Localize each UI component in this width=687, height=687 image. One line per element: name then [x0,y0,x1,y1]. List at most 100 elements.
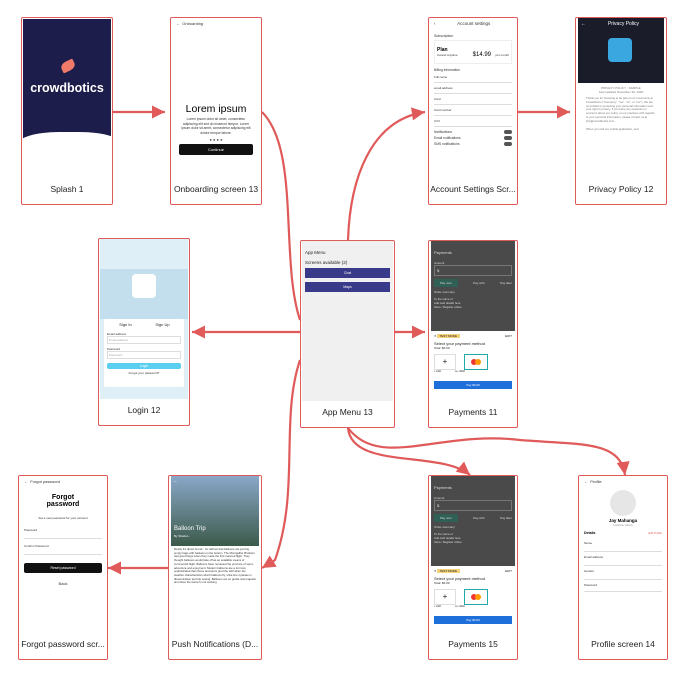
profile-field-gender[interactable]: Gender [584,569,662,580]
paywith-label: Pay with [473,516,485,520]
card-splash[interactable]: crowdbotics Splash 1 [21,17,113,205]
edit-link[interactable]: EDIT [505,569,512,573]
back-arrow-icon[interactable]: ← [24,479,28,484]
tab-sign-in[interactable]: Sign In [119,322,132,327]
tab-sign-up[interactable]: Sign Up [155,322,170,327]
sms-toggle[interactable] [504,142,512,146]
card-app-menu[interactable]: App Menu Screens available (2) Chat Maps… [300,240,395,428]
pay-later-option[interactable]: Pay later [500,516,512,520]
back-arrow-icon[interactable]: ← [173,478,178,484]
field-card[interactable]: Card [434,94,512,105]
paywith-label: Pay with [473,281,485,285]
test-mode-badge: TEST MODE [436,569,460,573]
rocket-icon [59,58,77,74]
select-method-label: Select your payment method [434,576,485,581]
hero-subtitle: By Sheila L. [174,534,191,538]
toggle-label-email: Email notifications [434,136,461,140]
section-label: Order summary [434,290,455,294]
amount-field[interactable]: $ [434,500,512,511]
total-label: Total: $0.00 [434,581,450,585]
new-password-field[interactable]: Password [24,528,102,539]
plan-subtitle: Cancel anytime [437,53,458,57]
payments-header: Payments [434,250,452,255]
caption-onboarding: Onboarding screen 13 [173,184,259,194]
arrow-onboarding-menu [261,111,302,321]
splash-screen: crowdbotics [23,19,111,154]
pay-now-button[interactable]: Pay now [434,514,458,522]
pay-later-option[interactable]: Pay later [500,281,512,285]
pay-now-button[interactable]: Pay now [434,279,458,287]
close-icon[interactable]: ✕ [434,569,437,573]
onboarding-body: Lorem ipsum dolor sit amet, consectetur … [181,117,251,135]
card-push-notifications[interactable]: ← Balloon Trip By Sheila L. Mostly it's … [168,475,262,660]
profile-field-password[interactable]: Password [584,583,662,592]
hero-image: ← Balloon Trip By Sheila L. [171,476,259,546]
profile-field-name[interactable]: Name [584,541,662,552]
privacy-hero: ← Privacy Policy [578,18,664,83]
login-button[interactable]: Login [107,363,181,369]
detail-line-1: To the name of [434,532,453,536]
reset-password-button[interactable]: Reset password [24,563,102,573]
chat-button[interactable]: Chat [305,268,390,278]
card-onboarding[interactable]: ← Onboarding Lorem ipsum Lorem ipsum dol… [170,17,262,205]
menu-screen: App Menu Screens available (2) Chat Maps [302,241,393,401]
privacy-body: Thank you for choosing to be part of our… [586,96,655,123]
back-link[interactable]: Back [58,581,68,586]
subscription-label: Subscription [434,34,454,38]
caption-payments-11: Payments 11 [448,407,498,417]
field-full-name[interactable]: Full name [434,72,512,83]
privacy-more: When you visit our mobile application, a… [586,126,639,131]
profile-name: Jay Mahanga [608,518,638,523]
notifications-toggle[interactable] [504,130,512,134]
close-icon[interactable]: ✕ [434,334,437,338]
card-privacy-policy[interactable]: ←Privacy Policy PRIVACY POLICY - SAMPLE … [575,17,667,205]
field-card-number[interactable]: Card number [434,105,512,116]
clouds-decoration [23,132,111,154]
details-label: Details [584,531,596,535]
field-cvv[interactable]: CVV [434,116,512,127]
continue-button[interactable]: Continue [179,144,253,155]
email-field[interactable]: Email address [107,336,181,344]
card-profile[interactable]: ← Profile Jay Mahanga Loreme, lorem Deta… [578,475,668,660]
pay-amount-button[interactable]: Pay $0.00 [434,616,512,624]
mastercard-icon[interactable] [464,354,488,370]
pay-amount-button[interactable]: Pay $0.00 [434,381,512,389]
mastercard-icon[interactable] [464,589,488,605]
card-forgot-password[interactable]: ← Forgot password Forgot password Set a … [18,475,108,660]
password-field[interactable]: Password [107,351,181,359]
back-arrow-icon[interactable]: ← [584,479,588,484]
arrow-menu-account [346,107,426,241]
back-arrow-icon[interactable]: ← [581,21,586,27]
field-email[interactable]: email address [434,83,512,94]
detail-line-3: Store / Register online [434,540,462,544]
caption-login: Login 12 [127,405,161,415]
add-method-button[interactable]: + [434,354,456,370]
profile-field-email[interactable]: Email address [584,555,662,566]
confirm-password-field[interactable]: Confirm Password [24,544,102,555]
privacy-header: Privacy Policy [607,21,640,27]
add-method-button[interactable]: + [434,589,456,605]
edit-link[interactable]: EDIT [505,334,512,338]
caption-account: Account Settings Scr... [430,184,516,194]
card-label: •••• 4242 [454,605,465,608]
amount-field[interactable]: $ [434,265,512,276]
forgot-link[interactable]: Forgot your password? [128,371,160,375]
test-mode-badge: TEST MODE [436,334,460,338]
profile-location: Loreme, lorem [613,523,633,527]
email-toggle[interactable] [504,136,512,140]
back-arrow-icon[interactable]: ‹ [434,21,436,26]
maps-button[interactable]: Maps [305,282,390,292]
edit-profile-link[interactable]: Edit Profile [648,531,662,535]
back-arrow-icon[interactable]: ← [176,21,180,26]
forgot-subtitle: Set a new password for your account [38,516,88,520]
